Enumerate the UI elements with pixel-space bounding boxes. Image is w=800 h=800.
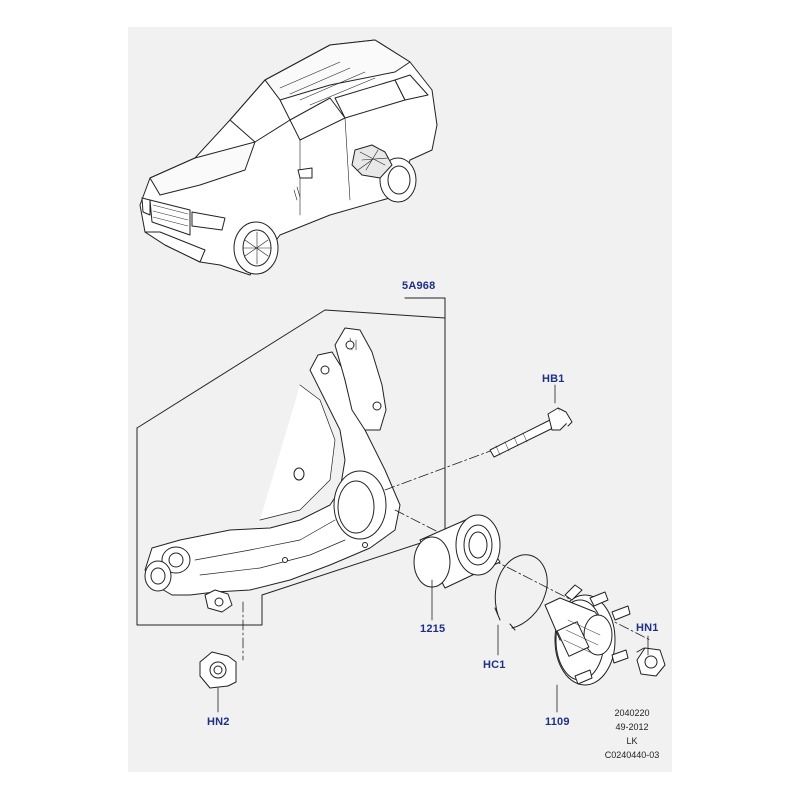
callout-wheel-bearing: 1215 [420,623,446,635]
callout-hub-nut: HN1 [636,622,659,634]
circlip-part [494,554,548,631]
reference-line-2: 49-2012 [615,722,649,732]
callout-knuckle: 5A968 [402,280,436,292]
reference-line-3: LK [626,736,638,746]
leader-lines [217,384,649,713]
vehicle-illustration [139,39,438,276]
hub-bolt-part [489,407,573,458]
diagram-reference-block: 2040220 49-2012 LK C0240440-03 [592,706,672,762]
callout-wheel-hub: 1109 [545,716,570,728]
reference-line-1: 2040220 [614,708,650,718]
callout-sensor-nut: HN2 [207,716,230,728]
knuckle-group-bracket [136,297,446,626]
reference-line-4: C0240440-03 [604,750,660,760]
callout-hub-bolt: HB1 [542,373,565,385]
wheel-hub-part [544,584,631,686]
rear-knuckle-part [144,327,401,613]
wheel-bearing-part [413,514,501,589]
callout-circlip: HC1 [483,659,506,671]
sensor-nut-part [199,651,237,689]
hub-nut-part [636,647,666,677]
